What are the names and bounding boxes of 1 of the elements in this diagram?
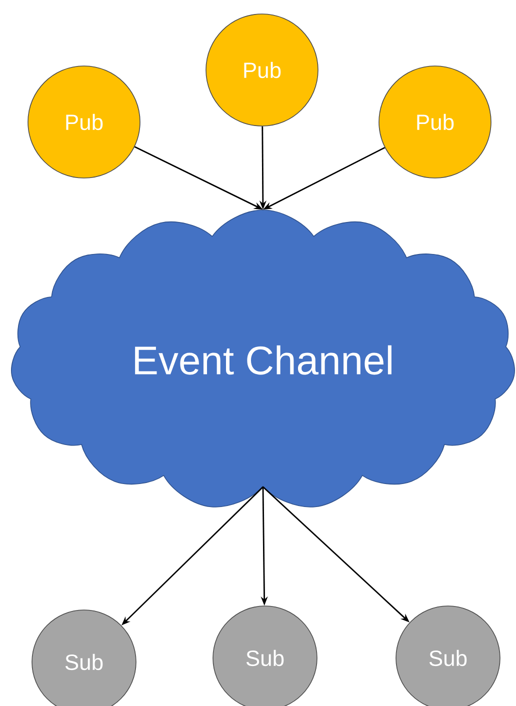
event-channel-cloud: Event Channel	[11, 210, 515, 508]
